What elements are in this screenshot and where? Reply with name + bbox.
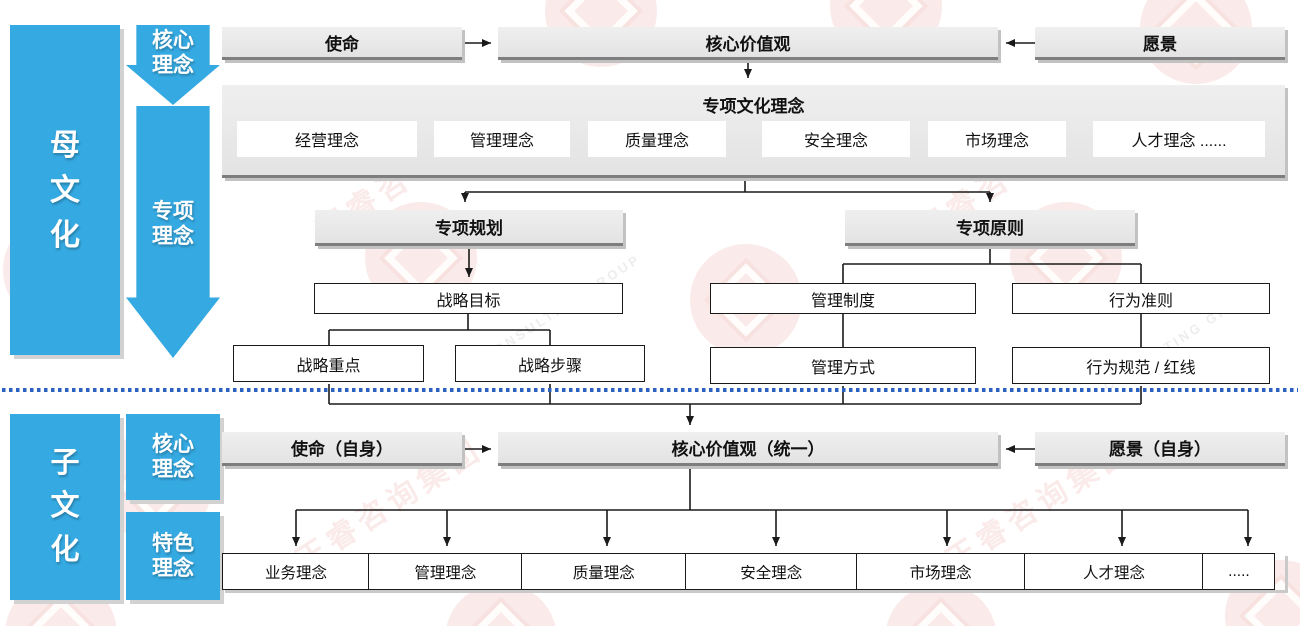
bottom-idea-row: 业务理念 管理理念 质量理念 安全理念 市场理念 人才理念 .....: [222, 553, 1285, 590]
child-culture-label: 子文化: [50, 446, 80, 566]
special-culture-item: 质量理念: [588, 121, 726, 157]
feature-idea-box: 特色理念: [126, 512, 220, 600]
bottom-row-cell: 管理理念: [368, 553, 523, 590]
watermark-seal: [885, 583, 997, 626]
core-idea-box: 核心理念: [126, 414, 220, 500]
vision-box: 愿景: [1035, 27, 1285, 60]
bottom-row-cell: 安全理念: [685, 553, 858, 590]
strategy-goal-box: 战略目标: [314, 283, 623, 314]
bottom-row-cell: 人才理念: [1024, 553, 1205, 590]
own-vision-box: 愿景（自身）: [1035, 432, 1285, 466]
mother-culture-bar: 母文化: [10, 25, 120, 355]
core-idea-arrow-label: 核心理念: [152, 29, 194, 78]
special-culture-item: 市场理念: [928, 121, 1066, 157]
special-culture-item: 管理理念: [434, 121, 570, 157]
unified-core-values-box: 核心价值观（统一）: [498, 432, 998, 466]
child-culture-bar: 子文化: [10, 414, 120, 600]
principle-header-box: 专项原则: [845, 210, 1135, 246]
core-idea-box-label: 核心理念: [152, 432, 194, 481]
strategy-focus-box: 战略重点: [233, 345, 424, 382]
watermark-seal: [445, 583, 557, 626]
mother-culture-label: 母文化: [50, 128, 80, 252]
bottom-row-cell: .....: [1202, 553, 1276, 590]
feature-idea-box-label: 特色理念: [152, 531, 194, 580]
own-mission-box: 使命（自身）: [222, 432, 462, 466]
conduct-norms-box: 行为规范 / 红线: [1012, 347, 1270, 384]
core-idea-arrow: 核心理念: [126, 25, 220, 105]
management-method-box: 管理方式: [710, 347, 976, 384]
core-values-box: 核心价值观: [498, 27, 998, 60]
planning-header-box: 专项规划: [315, 210, 623, 246]
special-culture-title: 专项文化理念: [702, 97, 805, 116]
special-culture-item: 安全理念: [762, 121, 910, 157]
bottom-row-cell: 质量理念: [520, 553, 687, 590]
bottom-row-cell: 市场理念: [855, 553, 1026, 590]
special-idea-arrow: 专项理念: [126, 106, 220, 358]
management-system-box: 管理制度: [710, 283, 976, 314]
special-culture-item: 人才理念 ......: [1093, 121, 1265, 157]
special-culture-item: 经营理念: [237, 121, 417, 157]
special-idea-arrow-label: 专项理念: [152, 200, 194, 249]
conduct-code-box: 行为准则: [1012, 283, 1270, 314]
strategy-steps-box: 战略步骤: [455, 345, 645, 382]
bottom-row-cell: 业务理念: [222, 553, 370, 590]
divider-dotted-line: [2, 388, 1298, 392]
mission-box: 使命: [222, 27, 462, 60]
